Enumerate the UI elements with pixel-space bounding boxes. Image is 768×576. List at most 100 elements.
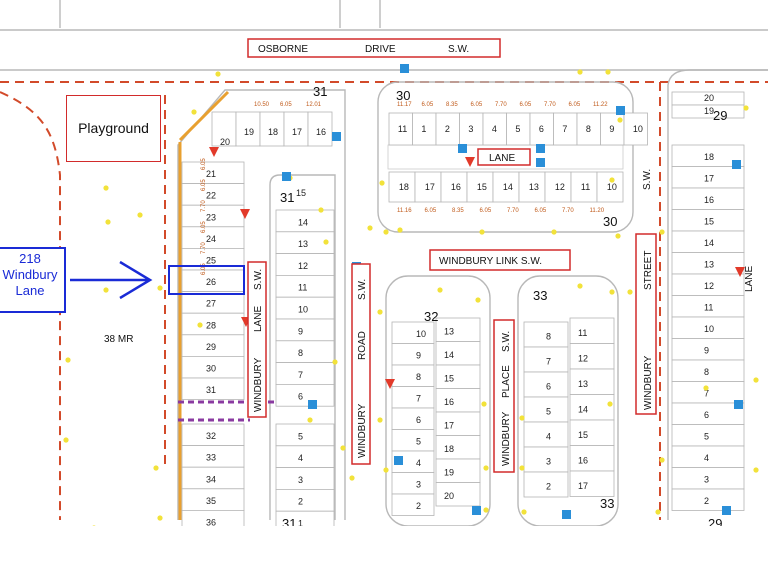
lot-number: 18 xyxy=(704,152,714,162)
lot-number: 28 xyxy=(206,320,216,330)
lot xyxy=(391,472,435,495)
lot-dimension: 6.05 xyxy=(471,102,483,108)
windbury-place-word3: S.W. xyxy=(501,331,512,352)
lot xyxy=(388,171,416,203)
lot xyxy=(235,111,261,147)
service-box xyxy=(722,506,731,515)
arrow-icon xyxy=(70,260,153,300)
lot-number: 2 xyxy=(546,482,551,492)
utility-dot xyxy=(609,177,615,183)
lot-number: 11 xyxy=(398,124,407,134)
utility-dot xyxy=(615,233,621,239)
lot xyxy=(435,435,481,460)
lot xyxy=(523,396,569,423)
service-box xyxy=(394,456,403,465)
right-lane-label: LANE xyxy=(744,266,755,292)
lot-number: 7 xyxy=(298,370,303,380)
road-curb xyxy=(177,89,346,520)
windbury-street-label-box xyxy=(635,233,657,415)
windbury-lane-word3: S.W. xyxy=(253,269,264,290)
block-number: 31 xyxy=(313,84,327,99)
lot-number: 14 xyxy=(444,350,454,360)
lot-number: 29 xyxy=(206,342,216,352)
lot-dimension: 11.20 xyxy=(590,208,605,214)
playground-label: Playground xyxy=(66,95,161,162)
lot-number: 9 xyxy=(416,351,421,361)
lot-dimension: 11.16 xyxy=(397,208,412,214)
service-box xyxy=(472,506,481,515)
lot-number: 15 xyxy=(444,373,454,383)
lot-number: 15 xyxy=(578,430,588,440)
lot-number: 1 xyxy=(421,124,426,134)
lot-number: 18 xyxy=(268,127,278,137)
utility-dot xyxy=(605,69,611,75)
lot-number: 20 xyxy=(704,93,714,103)
utility-dot xyxy=(323,239,329,245)
lot xyxy=(259,111,285,147)
lot-number: 2 xyxy=(416,501,421,511)
lot-number: 12 xyxy=(578,353,588,363)
lot-number: 7 xyxy=(562,124,567,134)
utility-dot xyxy=(753,467,759,473)
lot-number: 13 xyxy=(298,239,308,249)
address-callout: 218 Windbury Lane xyxy=(0,247,66,313)
windbury-street-word3: S.W. xyxy=(642,169,653,190)
utility-dot xyxy=(215,71,221,77)
utility-dot xyxy=(383,229,389,235)
lot-dimension: 6.05 xyxy=(201,158,207,170)
lot-number: 21 xyxy=(206,169,216,179)
osborne-word: OSBORNE xyxy=(258,44,308,55)
utility-dot xyxy=(521,509,527,515)
lot-number: 31 xyxy=(206,385,216,395)
lot-dimension: 7.70 xyxy=(201,200,207,212)
service-box xyxy=(282,172,291,181)
utility-dot xyxy=(617,117,623,123)
lot-dimension: 6.05 xyxy=(425,208,437,214)
lot-number: 17 xyxy=(704,174,714,184)
highlight-lot-box xyxy=(168,265,245,295)
lot-number: 22 xyxy=(206,191,216,201)
lot xyxy=(391,429,435,452)
service-box xyxy=(562,510,571,519)
service-box xyxy=(536,158,545,167)
lot-number: 16 xyxy=(451,182,461,192)
hydrant-marker xyxy=(240,209,250,219)
lot-number: 2 xyxy=(298,497,303,507)
utility-dot xyxy=(103,287,109,293)
lot xyxy=(523,421,569,448)
lot-number: 17 xyxy=(578,481,588,491)
lot xyxy=(391,364,435,387)
block-number: 33 xyxy=(600,496,614,511)
lot-number: 4 xyxy=(546,432,551,442)
lot-number: 27 xyxy=(206,299,216,309)
lot-number: 12 xyxy=(555,182,565,192)
lot-number: 14 xyxy=(578,404,588,414)
lot-number: 8 xyxy=(586,124,591,134)
lot-number: 6 xyxy=(416,415,421,425)
lot-dimension: 12.01 xyxy=(306,102,322,108)
lot xyxy=(275,423,335,447)
lot-number: 16 xyxy=(444,397,454,407)
utility-dot xyxy=(318,207,324,213)
lot-dimension: 11.22 xyxy=(593,102,608,108)
lot xyxy=(275,445,335,468)
utility-dot xyxy=(481,401,487,407)
lot-number: 4 xyxy=(298,453,303,463)
lot-number: 8 xyxy=(704,367,709,377)
lot-number: 20 xyxy=(444,491,454,501)
lot-number: 9 xyxy=(298,326,303,336)
lot-dimension: 6.05 xyxy=(201,179,207,191)
lot xyxy=(569,419,615,446)
lot xyxy=(391,407,435,430)
lot-number: 5 xyxy=(416,437,421,447)
lot-number: 26 xyxy=(206,277,216,287)
utility-dot xyxy=(379,180,385,186)
utility-dot xyxy=(105,219,111,225)
lot-number: 34 xyxy=(206,474,216,484)
lot-number: 20 xyxy=(220,137,230,147)
lot xyxy=(523,471,569,498)
lot-number: 13 xyxy=(444,326,454,336)
callout-line: Windbury xyxy=(2,267,58,282)
